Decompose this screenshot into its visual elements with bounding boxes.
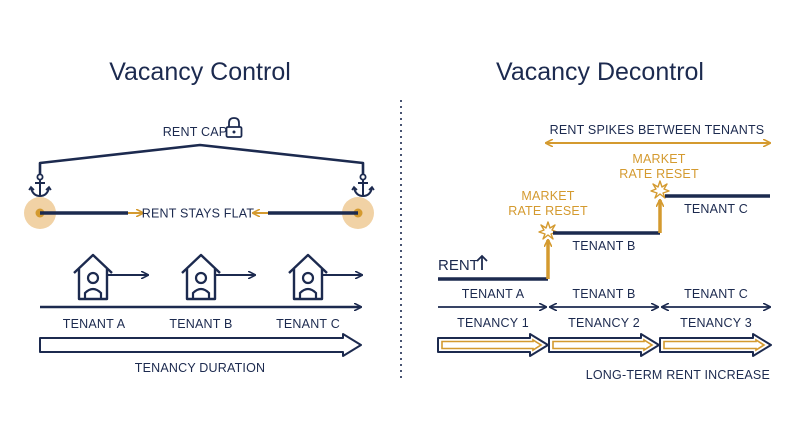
tenancy-2-arrow	[548, 333, 660, 357]
burst-icon-1	[538, 221, 558, 240]
tenancy-3-arrow	[659, 333, 772, 357]
anchor-icon-left	[28, 173, 52, 197]
market-reset-1-line1: MARKET	[521, 189, 574, 203]
left-panel-title: Vacancy Control	[109, 58, 291, 86]
step-tenant-c-label: TENANT C	[684, 202, 748, 216]
long-term-rent-increase-label: LONG-TERM RENT INCREASE	[586, 368, 770, 382]
left-tenant-c-label: TENANT C	[276, 317, 340, 331]
tenancy-2-label: TENANCY 2	[568, 316, 640, 330]
house-icon-b	[180, 253, 255, 301]
rent-cap-label: RENT CAP	[163, 125, 228, 139]
right-panel-title: Vacancy Decontrol	[496, 58, 704, 86]
rent-stays-flat-label: RENT STAYS FLAT	[142, 207, 255, 221]
market-reset-2-line2: RATE RESET	[619, 167, 699, 181]
market-reset-2-line1: MARKET	[632, 152, 685, 166]
step-tenant-b-label: TENANT B	[572, 239, 635, 253]
house-icon-a	[72, 253, 148, 301]
lock-icon	[225, 117, 243, 138]
row-tenant-b-label: TENANT B	[572, 287, 635, 301]
tenancy-1-label: TENANCY 1	[457, 316, 529, 330]
left-tenant-a-label: TENANT A	[63, 317, 126, 331]
rent-cap-line	[38, 143, 365, 175]
house-icon-c	[287, 253, 362, 301]
tenancy-1-arrow	[437, 333, 549, 357]
anchor-icon-right	[351, 173, 375, 197]
arrow-up-icon	[476, 254, 488, 270]
tenancy-duration-arrow	[39, 333, 362, 357]
row-tenant-a-label: TENANT A	[462, 287, 525, 301]
tenancy-duration-label: TENANCY DURATION	[135, 361, 266, 375]
rent-up-label: RENT	[438, 257, 479, 274]
tenancy-3-label: TENANCY 3	[680, 316, 752, 330]
row-tenant-c-label: TENANT C	[684, 287, 748, 301]
market-reset-1-line2: RATE RESET	[508, 204, 588, 218]
left-tenant-b-label: TENANT B	[169, 317, 232, 331]
rent-spikes-label: RENT SPIKES BETWEEN TENANTS	[550, 123, 765, 137]
